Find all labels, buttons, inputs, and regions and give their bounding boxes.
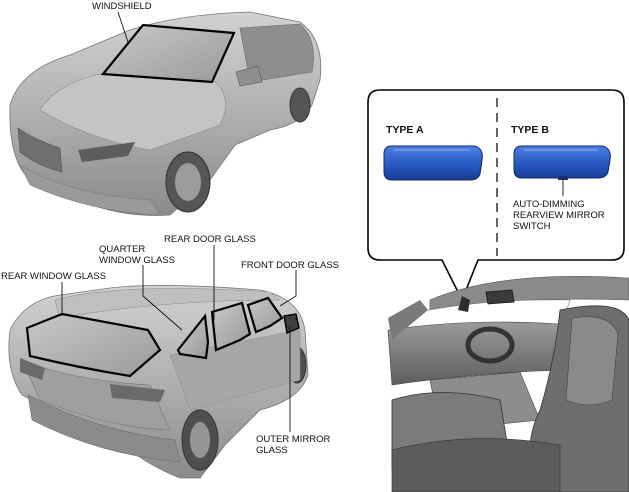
quarter-window-label-line2: WINDOW GLASS xyxy=(99,255,175,266)
rear-window-outline xyxy=(25,312,162,378)
windshield-outline xyxy=(100,23,236,84)
front-door-leader xyxy=(279,270,297,307)
outer-mirror-label-line2: GLASS xyxy=(256,445,288,456)
windshield-label: WINDSHIELD xyxy=(92,1,152,12)
quarter-window-leader xyxy=(142,265,183,331)
front-door-glass-label: FRONT DOOR GLASS xyxy=(241,260,339,271)
quarter-window-outline xyxy=(176,313,210,360)
auto-dimming-label-line3: SWITCH xyxy=(513,221,551,232)
rear-door-glass-label: REAR DOOR GLASS xyxy=(164,234,256,245)
front-door-glass-outline xyxy=(246,296,284,334)
rear-door-glass-outline xyxy=(210,301,252,352)
auto-dimming-label-line1: AUTO-DIMMING xyxy=(513,199,585,210)
quarter-window-label-line1: QUARTER xyxy=(99,244,145,255)
mirror-types-callout xyxy=(367,89,625,302)
cabin-interior-illustration xyxy=(387,276,629,492)
rear-window-glass-label: REAR WINDOW GLASS xyxy=(1,271,106,282)
auto-dimming-switch-icon xyxy=(558,176,568,180)
type-b-mirror xyxy=(513,145,611,180)
rear-car-illustration xyxy=(8,285,309,479)
type-b-label: TYPE B xyxy=(511,124,549,136)
type-a-mirror xyxy=(383,145,483,181)
windshield-leader xyxy=(117,11,129,43)
type-a-label: TYPE A xyxy=(386,124,424,136)
auto-dimming-label-line2: REARVIEW MIRROR xyxy=(513,210,605,221)
outer-mirror-label-line1: OUTER MIRROR xyxy=(256,434,331,445)
front-car-illustration xyxy=(9,11,322,216)
